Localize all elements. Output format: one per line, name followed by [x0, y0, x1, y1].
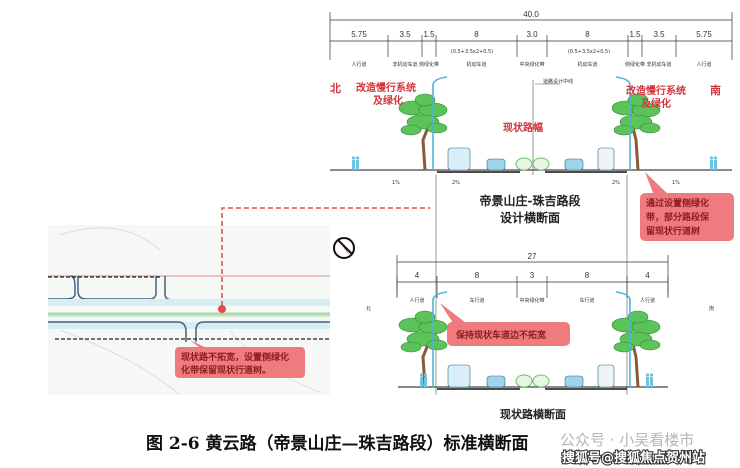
existing-dimensions: [396, 255, 669, 298]
design-title-line1: 帝景山庄-珠吉路段: [480, 193, 582, 208]
street-lamp-icon: [432, 76, 448, 170]
leader-dashed-line: [221, 207, 430, 306]
car-icon: [564, 375, 584, 388]
existing-south-label: 南: [709, 305, 714, 312]
slope-label: 2%: [452, 180, 460, 186]
design-callout-line1: 通过设置侧绿化: [646, 197, 709, 209]
design-total-width: 40.0: [523, 10, 539, 19]
segment-label: 车行道: [579, 297, 594, 304]
segment-label: 人行道: [351, 61, 366, 68]
segment-width: 1.5: [629, 30, 641, 39]
pedestrian-icon: [646, 377, 649, 387]
segment-label: 人行道: [409, 297, 424, 304]
plan-callout: [175, 347, 305, 378]
segment-width: 5.75: [696, 30, 712, 39]
design-callout-line3: 留现状行道树: [646, 225, 700, 237]
segment-width: 1.5: [423, 30, 435, 39]
segment-label: 侧绿化带: [625, 61, 645, 68]
segment-label: 机动车道: [577, 61, 597, 68]
pedestrian-icon: [420, 377, 423, 387]
segment-width: 3.0: [526, 30, 538, 39]
segment-label: 车行道: [469, 297, 484, 304]
pedestrian-icon: [424, 377, 427, 387]
lane-formula-left: (0.5+3.5x2+0.5): [451, 49, 493, 55]
segment-label: 侧绿化带: [419, 61, 439, 68]
segment-width: 5.75: [351, 30, 367, 39]
pedestrian-icon: [352, 160, 355, 170]
segment-width: 8: [475, 271, 480, 280]
pedestrian-icon: [714, 160, 717, 170]
existing-callout: [447, 322, 570, 346]
bus-icon: [447, 147, 471, 171]
design-title-line2: 设计横断面: [500, 210, 560, 225]
pedestrian-icon: [710, 160, 713, 170]
segment-label: 人行道: [640, 297, 655, 304]
truck-icon: [597, 364, 615, 388]
design-dimensions: [329, 12, 733, 60]
car-icon: [486, 158, 506, 171]
existing-callout-text: 保持现状车道边不拓宽: [455, 329, 546, 341]
segment-label: 非机动车道: [646, 61, 671, 68]
bus-icon: [447, 364, 471, 388]
segment-width: 8: [585, 30, 590, 39]
north-arrow-icon: [333, 237, 355, 259]
pedestrian-icon: [650, 377, 653, 387]
existing-title: 现状路横断面: [500, 407, 566, 421]
plan-callout-line2: 化带保留现状行道树。: [181, 364, 271, 376]
car-icon: [564, 158, 584, 171]
segment-label: 中央绿化带: [519, 61, 544, 68]
segment-label: 人行道: [696, 61, 711, 68]
segment-label: 机动车道: [466, 61, 486, 68]
truck-icon: [597, 147, 615, 171]
right-note-line1: 改造慢行系统: [626, 84, 686, 97]
segment-width: 3: [530, 271, 535, 280]
pedestrian-icon: [356, 160, 359, 170]
left-note-line2: 及绿化: [373, 94, 403, 107]
segment-label: 非机动车道: [392, 61, 417, 68]
street-lamp-icon: [432, 291, 448, 387]
design-road-scene: [330, 76, 732, 173]
watermark-wechat: 公众号 · 小吴看楼市: [560, 431, 694, 449]
left-note-line1: 改造慢行系统: [356, 81, 416, 94]
lane-formula-right: (0.5+3.5x2+0.5): [568, 49, 610, 55]
right-note-line2: 及绿化: [641, 97, 671, 110]
street-lamp-icon: [615, 291, 631, 387]
existing-road-scene: [398, 291, 668, 390]
segment-width: 3.5: [399, 30, 411, 39]
segment-width: 8: [585, 271, 590, 280]
segment-width: 4: [645, 271, 650, 280]
slope-label: 1%: [392, 180, 400, 186]
design-callout-line2: 带，部分路段保: [646, 211, 710, 223]
centerline-label: 道路设计中线: [543, 78, 573, 85]
existing-total-width: 27: [528, 252, 537, 261]
car-icon: [486, 375, 506, 388]
south-label: 南: [710, 83, 721, 97]
existing-north-label: 北: [366, 305, 371, 312]
figure-caption: 图 2-6 黄云路（帝景山庄—珠吉路段）标准横断面: [146, 433, 529, 454]
slope-label: 2%: [612, 180, 620, 186]
design-callout: [640, 193, 734, 241]
watermark-sohu: 搜狐号@搜狐焦点贺州站: [562, 450, 705, 466]
segment-width: 3.5: [653, 30, 665, 39]
segment-label: 中央绿化带: [519, 297, 544, 304]
plan-callout-line1: 现状路不拓宽，设置侧绿化: [181, 351, 289, 363]
segment-width: 4: [415, 271, 420, 280]
existing-width-label: 现状路幅: [503, 121, 543, 134]
street-lamp-icon: [615, 76, 631, 170]
north-label: 北: [330, 81, 341, 95]
slope-label: 1%: [672, 180, 680, 186]
segment-width: 8: [474, 30, 479, 39]
